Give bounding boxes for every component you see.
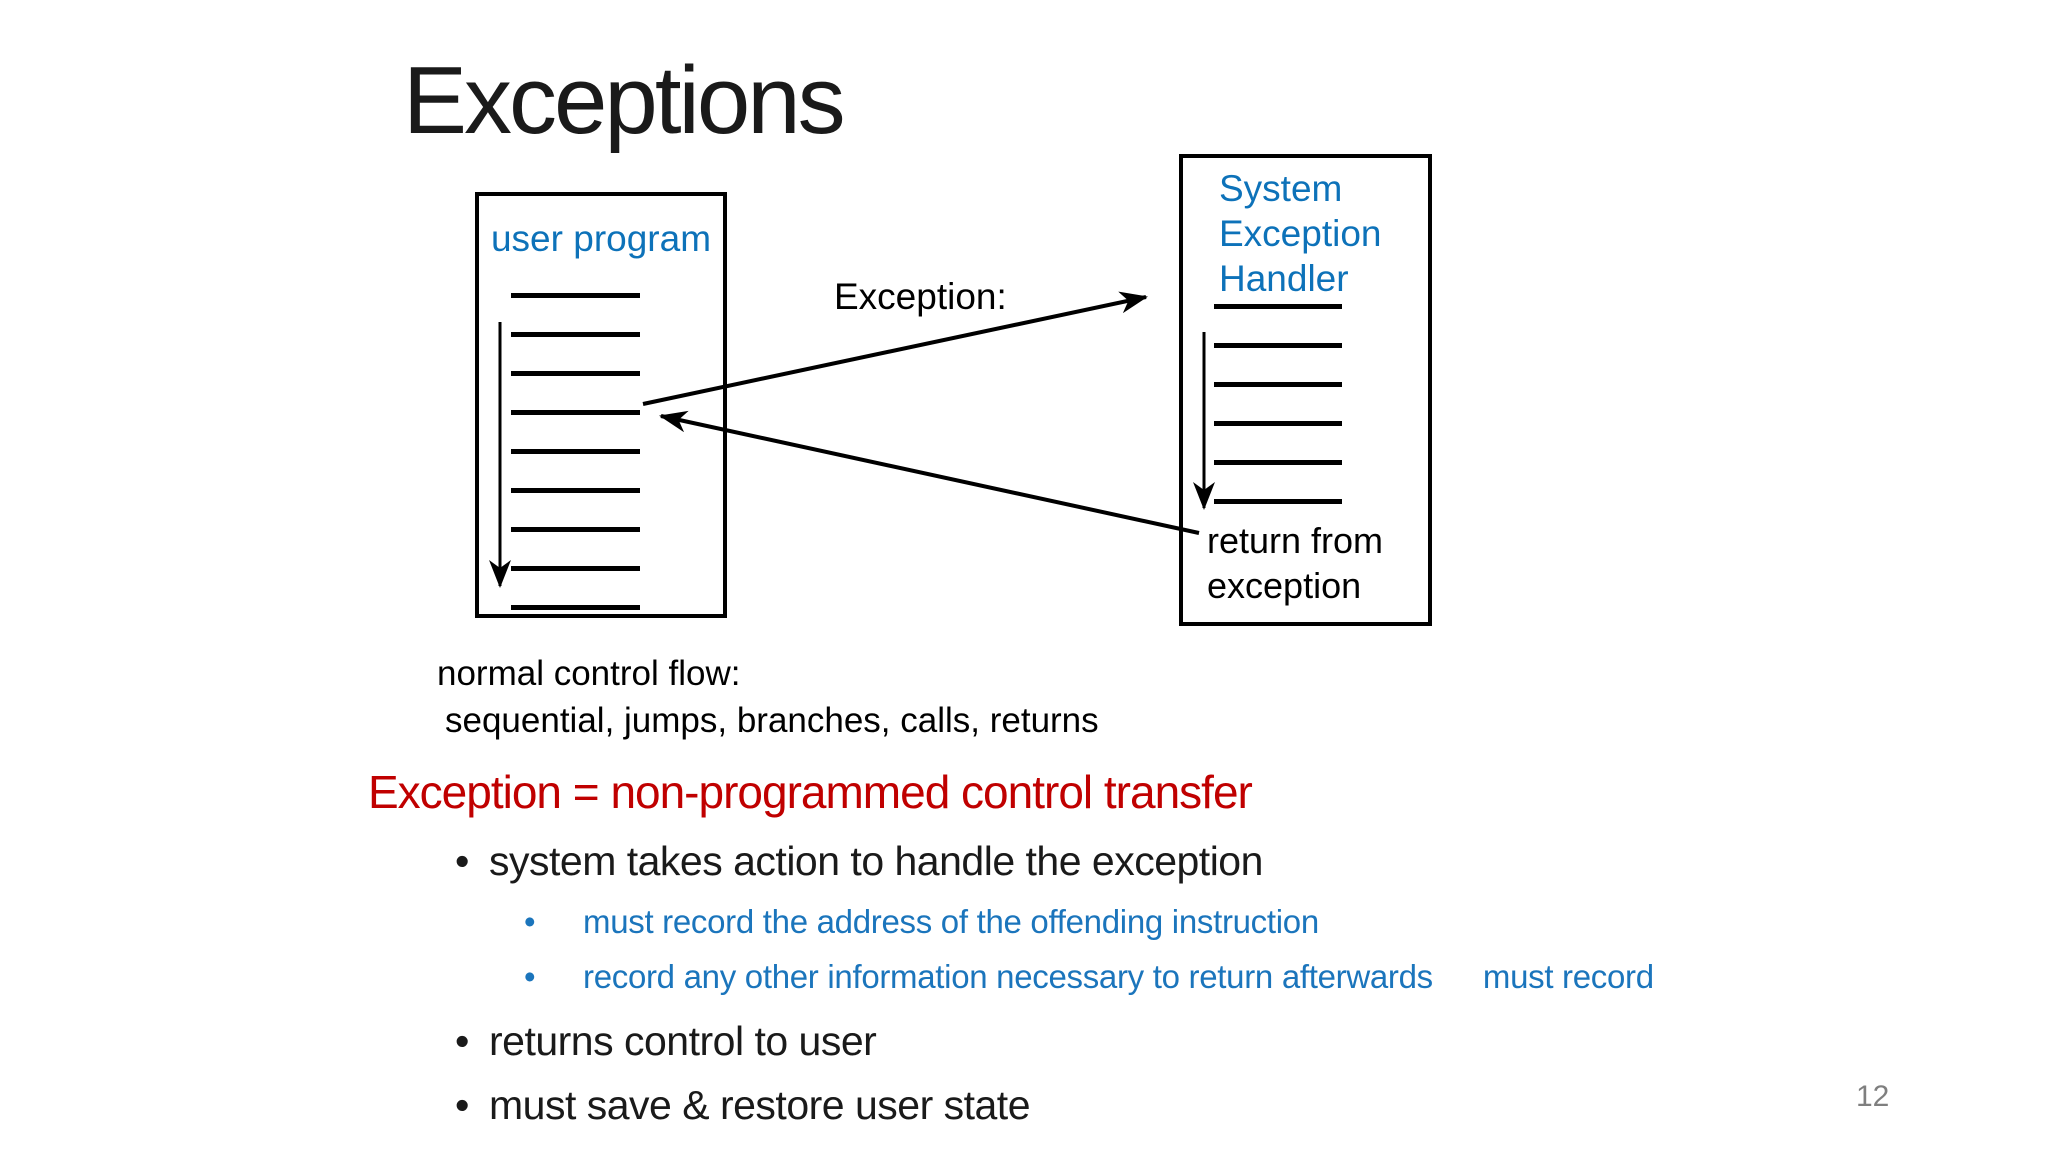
code-line	[511, 449, 640, 454]
code-line	[1214, 499, 1342, 504]
bullet-text: system takes action to handle the except…	[489, 838, 1263, 884]
sub-bullet-item: • record any other information necessary…	[524, 958, 1654, 996]
page-number: 12	[1856, 1080, 1890, 1113]
must-record-note: must record	[1482, 958, 1654, 995]
sub-bullet-text: record any other information necessary t…	[583, 958, 1433, 995]
user-program-label: user program	[490, 218, 712, 259]
code-line	[511, 605, 640, 610]
code-line	[511, 410, 640, 415]
bullet-dot: •	[455, 1018, 469, 1064]
caption-line: normal control flow:	[437, 654, 741, 693]
code-line	[511, 371, 640, 376]
bullet-dot: •	[455, 1082, 469, 1128]
sub-bullet-text: must record the address of the offending…	[583, 903, 1319, 940]
bullet-dot: •	[524, 903, 536, 940]
return-from-exception-label: return from exception	[1207, 518, 1383, 608]
bullet-item: • system takes action to handle the exce…	[455, 838, 1263, 885]
code-line	[1214, 382, 1342, 387]
bullet-text: must save & restore user state	[489, 1082, 1031, 1128]
slide-title: Exceptions	[403, 47, 846, 154]
handler-label-line: System	[1219, 168, 1343, 209]
user-program-code-lines	[511, 293, 640, 644]
code-line	[1214, 343, 1342, 348]
code-line	[511, 332, 640, 337]
sub-bullet-item: • must record the address of the offendi…	[524, 903, 1319, 941]
code-line	[511, 566, 640, 571]
exception-definition-heading: Exception = non-programmed control trans…	[368, 766, 1253, 818]
return-from-exception-arrow	[659, 410, 1200, 535]
bullet-text: returns control to user	[489, 1018, 877, 1064]
system-exception-handler-label: System Exception Handler	[1219, 166, 1382, 301]
exception-arrow-label: Exception:	[834, 276, 1007, 317]
handler-label-line: Handler	[1219, 258, 1349, 299]
handler-label-line: Exception	[1219, 213, 1382, 254]
return-label-line: return from	[1207, 520, 1384, 561]
code-line	[1214, 460, 1342, 465]
system-exception-handler-box: System Exception Handler return from exc…	[1179, 154, 1432, 626]
code-line	[1214, 421, 1342, 426]
code-line	[1214, 304, 1342, 309]
handler-code-lines	[1214, 304, 1342, 538]
code-line	[511, 488, 640, 493]
bullet-item: • returns control to user	[455, 1018, 877, 1065]
code-line	[511, 293, 640, 298]
code-line	[511, 527, 640, 532]
user-program-box: user program	[475, 192, 727, 618]
caption-line: sequential, jumps, branches, calls, retu…	[445, 701, 1099, 740]
return-label-line: exception	[1207, 565, 1362, 606]
bullet-dot: •	[455, 838, 469, 884]
bullet-dot: •	[524, 958, 536, 995]
bullet-item: • must save & restore user state	[455, 1082, 1031, 1129]
normal-control-flow-caption: normal control flow: sequential, jumps, …	[437, 650, 1099, 744]
